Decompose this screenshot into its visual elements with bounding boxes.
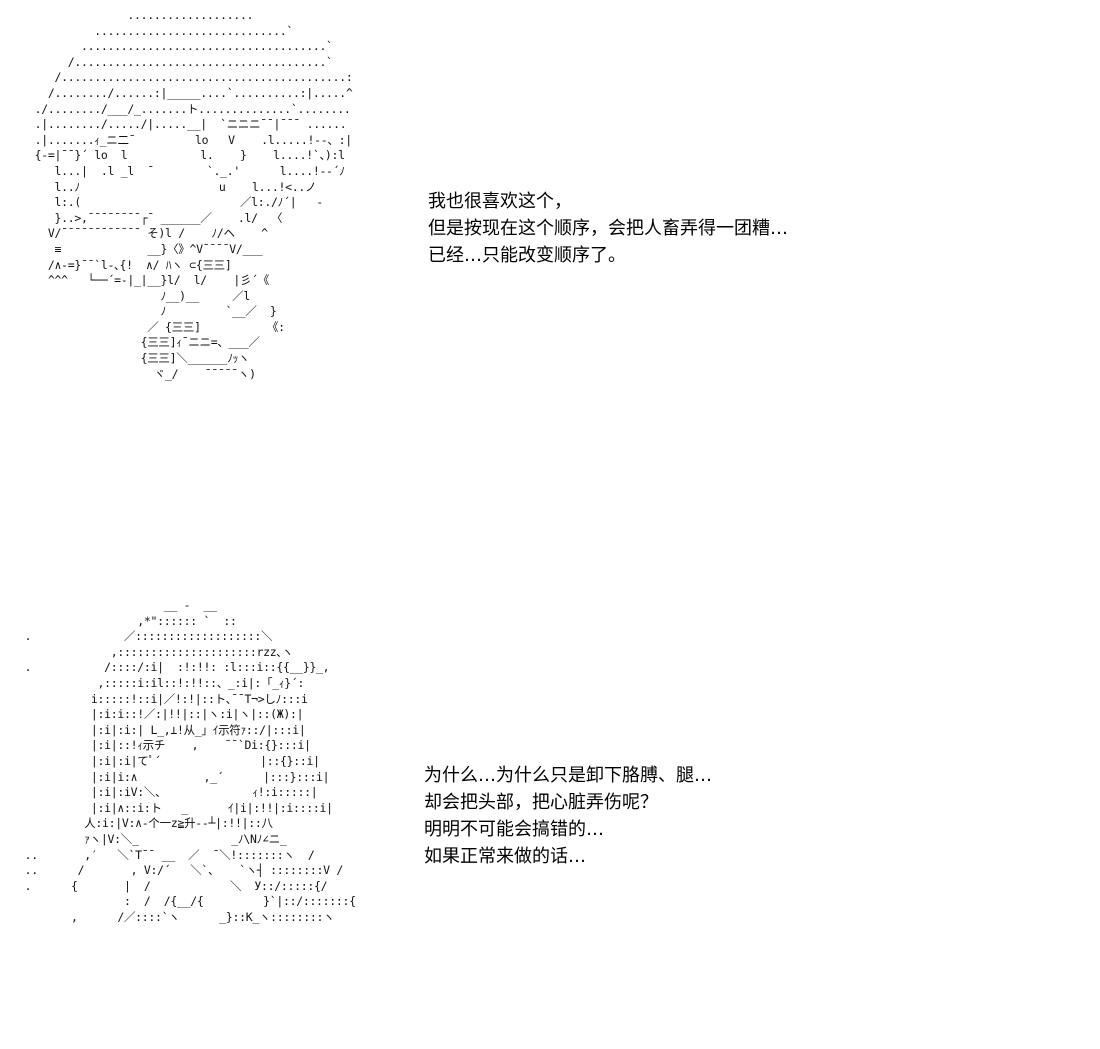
dialogue-1: 我也很喜欢这个， 但是按现在这个顺序，会把人畜弄得一团糟… 已经…只能改变顺序了… xyxy=(428,188,788,269)
dialogue-line: 但是按现在这个顺序，会把人畜弄得一团糟… xyxy=(428,218,788,239)
dialogue-line: 明明不可能会搞错的… xyxy=(424,819,604,840)
ascii-art-character-1: ................... ....................… xyxy=(34,8,353,381)
panel-1: ................... ....................… xyxy=(0,0,1100,520)
panel-2: __ - __ ,*":::::: ` :: . ／::::::::::::::… xyxy=(0,560,1100,1040)
ascii-art-character-2: __ - __ ,*":::::: ` :: . ／::::::::::::::… xyxy=(24,598,357,924)
dialogue-line: 为什么…为什么只是卸下胳膊、腿… xyxy=(424,765,712,786)
dialogue-line: 已经…只能改变顺序了。 xyxy=(428,245,626,266)
dialogue-line: 却会把头部，把心脏弄伤呢？ xyxy=(424,792,658,813)
dialogue-2: 为什么…为什么只是卸下胳膊、腿… 却会把头部，把心脏弄伤呢？ 明明不可能会搞错的… xyxy=(424,762,712,870)
dialogue-line: 我也很喜欢这个， xyxy=(428,191,572,212)
dialogue-line: 如果正常来做的话… xyxy=(424,846,586,867)
